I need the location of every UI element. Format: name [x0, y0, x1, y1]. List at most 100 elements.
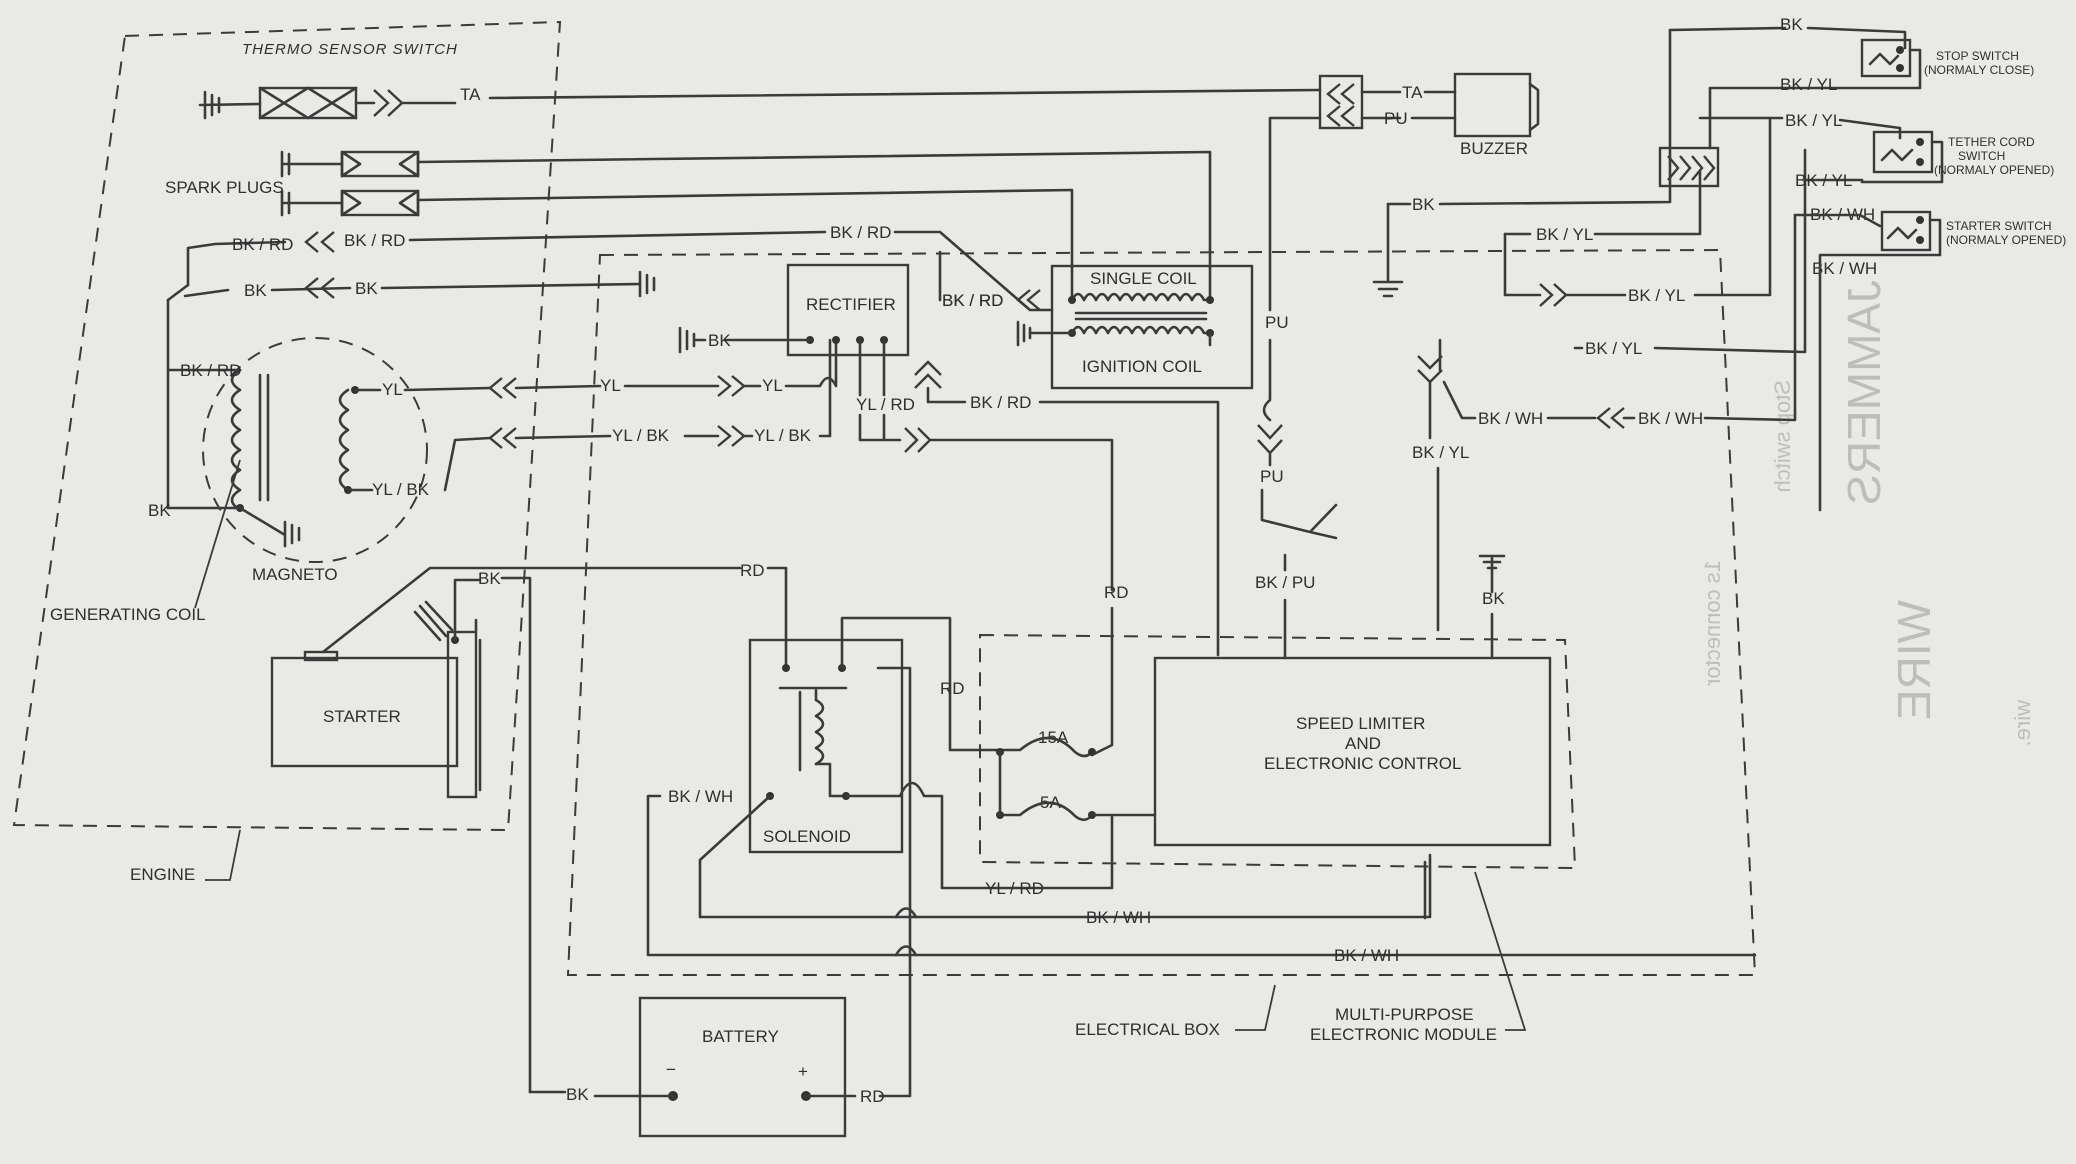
switch-connector — [1658, 146, 1720, 188]
wire-bk-ground-right: BK — [1372, 28, 1672, 298]
svg-text:BK / RD: BK / RD — [970, 393, 1031, 412]
wire-crossovers — [894, 907, 918, 957]
wire-yl: YL YL YL — [353, 338, 838, 399]
wire-label-bk-wh-bottom: BK / WH — [1334, 946, 1399, 965]
wire-magneto-link — [166, 283, 190, 302]
wire-label-bk-battery: BK — [566, 1085, 589, 1104]
module-label-line2: ELECTRONIC MODULE — [1310, 1025, 1497, 1044]
wire-label-yl-rd-bottom: YL / RD — [985, 879, 1044, 898]
starter — [270, 656, 459, 768]
svg-text:BK / RD: BK / RD — [344, 231, 405, 250]
electrical-box-boundary — [566, 248, 1757, 976]
wire-bk-rd: BK / RD BK / RD BK / RD BK / RD — [186, 223, 1054, 312]
rectifier-label: RECTIFIER — [806, 295, 896, 314]
module-boundary — [979, 633, 1577, 870]
electrical-box-label: ELECTRICAL BOX — [1075, 1020, 1220, 1039]
wire-label-bk-yl-stop: BK / YL — [1780, 75, 1837, 94]
buzzer-connector — [1318, 74, 1402, 130]
svg-text:BK / YL: BK / YL — [1412, 443, 1469, 462]
wire-bk-wh-main — [646, 794, 1757, 957]
wire-yl-bk: YL / BK YL / BK YL / BK — [346, 338, 832, 499]
svg-text:BK / YL: BK / YL — [1795, 171, 1852, 190]
svg-text:YL / BK: YL / BK — [612, 426, 670, 445]
svg-text:(NORMALY OPENED): (NORMALY OPENED) — [1946, 233, 2066, 247]
wire-yl-rd — [858, 413, 902, 442]
generating-coil-leader — [194, 459, 241, 609]
svg-text:BK / PU: BK / PU — [1255, 573, 1315, 592]
coil-windings — [1016, 266, 1214, 347]
wire-label-rd-starter: RD — [740, 561, 765, 580]
fuse-15a: 15A — [993, 728, 1096, 758]
wire-label-rd-solenoid: RD — [940, 679, 965, 698]
svg-text:BK: BK — [244, 281, 267, 300]
speed-limiter-line3: ELECTRONIC CONTROL — [1264, 754, 1461, 773]
svg-text:BK / YL: BK / YL — [1536, 225, 1593, 244]
svg-text:BK: BK — [1482, 589, 1505, 608]
battery-positive: + — [798, 1062, 808, 1081]
ghost-word-5: 1s connector — [1700, 560, 1725, 686]
svg-text:BK: BK — [355, 279, 378, 298]
wire-label-bk-wh-solenoid: BK / WH — [668, 787, 733, 806]
rectifier — [786, 263, 910, 357]
wire-label-rd-battery: RD — [860, 1087, 885, 1106]
svg-text:YL / BK: YL / BK — [372, 480, 430, 499]
single-coil-label: SINGLE COIL — [1090, 269, 1197, 288]
wire-bk-wh-starter: BK / WH BK / WH BK / WH BK / WH — [1423, 205, 1877, 920]
show-through-text: WIRE JAMMERS Stop switch wire. 1s connec… — [1700, 280, 2035, 746]
svg-text:STOP SWITCH: STOP SWITCH — [1936, 49, 2019, 63]
spark-plugs-label: SPARK PLUGS — [165, 178, 284, 197]
svg-text:BK / RD: BK / RD — [830, 223, 891, 242]
wire-bk-ground-top: BK BK — [183, 270, 656, 300]
svg-text:PU: PU — [1260, 467, 1284, 486]
svg-text:YL: YL — [762, 376, 783, 395]
ghost-word-2: JAMMERS — [1838, 280, 1890, 505]
svg-text:BK / WH: BK / WH — [1638, 409, 1703, 428]
svg-text:YL: YL — [382, 380, 403, 399]
wire-battery-neg — [528, 1090, 675, 1098]
engine-leader — [205, 829, 241, 881]
svg-text:(NORMALY CLOSE): (NORMALY CLOSE) — [1924, 63, 2034, 77]
spark-plug-1 — [280, 150, 1212, 270]
spark-plug-2 — [280, 188, 1074, 270]
electrical-box-leader — [1235, 984, 1276, 1031]
wire-label-rd-fuse: RD — [1104, 583, 1129, 602]
svg-text:YL: YL — [600, 376, 621, 395]
buzzer-label: BUZZER — [1460, 139, 1528, 158]
wire-buzzer-leads — [1410, 90, 1457, 120]
wire-label-bk-rd-magneto: BK / RD — [180, 361, 241, 380]
wire-label-pu-buzzer: PU — [1384, 109, 1408, 128]
wire-rd-starter — [321, 566, 742, 654]
magneto-coils — [166, 298, 359, 548]
svg-text:(NORMALY OPENED): (NORMALY OPENED) — [1934, 163, 2054, 177]
wire-ta-label-left: TA — [460, 85, 481, 104]
svg-text:BK / RD: BK / RD — [942, 291, 1003, 310]
module-ground: BK — [1478, 554, 1505, 660]
wire-label-yl-rd-rectifier: YL / RD — [856, 395, 915, 414]
svg-text:BK: BK — [1780, 15, 1803, 34]
thermo-sensor-switch — [198, 86, 404, 120]
battery-label: BATTERY — [702, 1027, 779, 1046]
buzzer-bell — [1528, 82, 1540, 132]
buzzer — [1453, 72, 1532, 138]
ignition-coil-label: IGNITION COIL — [1082, 357, 1202, 376]
solenoid — [748, 638, 904, 854]
yl-rd-connector — [904, 427, 932, 453]
ghost-word-3: Stop switch — [1770, 380, 1795, 493]
svg-text:BK: BK — [708, 331, 731, 350]
wire-ta — [488, 88, 1322, 100]
magneto-label: MAGNETO — [252, 565, 338, 584]
wire-label-bk-wh-mid: BK / WH — [1086, 908, 1151, 927]
svg-text:SWITCH: SWITCH — [1958, 149, 2005, 163]
generating-coil-label: GENERATING COIL — [50, 605, 206, 624]
wire-label-ta-buzzer: TA — [1402, 83, 1423, 102]
thermo-sensor-label: THERMO SENSOR SWITCH — [242, 41, 458, 58]
module-leader — [1474, 871, 1527, 1031]
tether-cord-switch: BK / YL BK / YL TETHER CORD SWITCH (NORM… — [1698, 111, 2054, 190]
engine-label: ENGINE — [130, 865, 195, 884]
svg-text:BK / YL: BK / YL — [1785, 111, 1842, 130]
svg-text:BK / YL: BK / YL — [1585, 339, 1642, 358]
starter-terminal — [303, 650, 339, 662]
wire-rd-solenoid — [766, 566, 788, 670]
svg-text:BK: BK — [1412, 195, 1435, 214]
svg-text:BK / WH: BK / WH — [1478, 409, 1543, 428]
